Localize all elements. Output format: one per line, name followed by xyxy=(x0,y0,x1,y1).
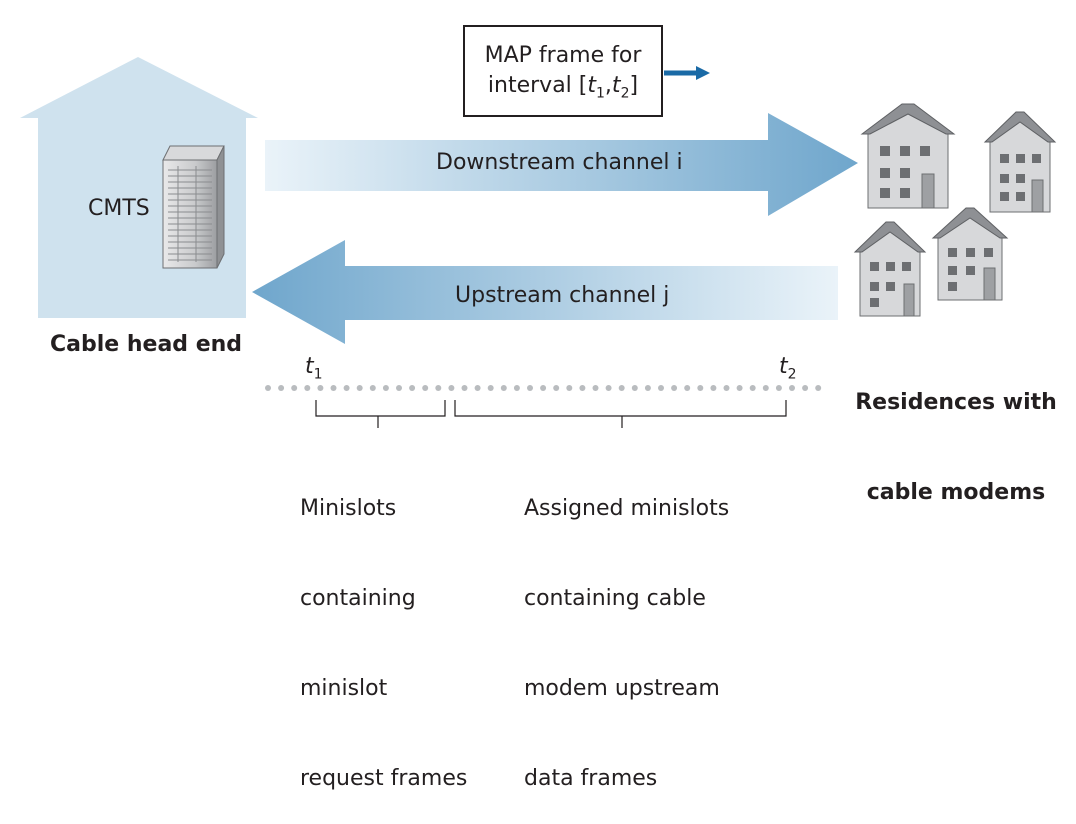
timeline-t1-sub: 1 xyxy=(313,366,323,383)
timeline-dot xyxy=(527,385,533,391)
timeline-dot xyxy=(723,385,730,391)
timeline-dot xyxy=(553,385,560,391)
timeline-dot xyxy=(343,385,350,391)
timeline-dot xyxy=(802,385,809,391)
timeline-dot xyxy=(579,385,586,391)
timeline-dot xyxy=(382,385,389,391)
timeline-dot xyxy=(697,385,704,391)
timeline-dot xyxy=(317,385,324,391)
request-text-line: minislot xyxy=(300,676,388,701)
timeline-dot xyxy=(461,385,468,391)
timeline-dot xyxy=(775,385,782,391)
cmts-rack-icon xyxy=(162,145,225,269)
timeline-dot xyxy=(566,385,573,391)
assigned-text-line: containing cable xyxy=(524,586,706,611)
map-frame-t2: t xyxy=(611,73,621,98)
residences-label-line1: Residences with xyxy=(855,390,1057,415)
timeline-dot xyxy=(369,385,376,391)
house-icon xyxy=(853,221,927,317)
timeline-dot xyxy=(540,385,547,391)
timeline-dot xyxy=(448,385,455,391)
map-frame-t2-sub: 2 xyxy=(620,85,630,102)
residences-label-line2: cable modems xyxy=(866,480,1046,505)
timeline-dot xyxy=(762,385,769,391)
minislot-timeline xyxy=(265,385,822,391)
map-frame-t1: t xyxy=(587,73,596,98)
timeline-dot xyxy=(671,385,678,391)
timeline-dot xyxy=(356,385,363,391)
downstream-channel-arrow xyxy=(265,113,858,216)
timeline-dot xyxy=(513,385,520,391)
timeline-dot xyxy=(396,385,402,391)
assigned-text-line: data frames xyxy=(524,766,658,791)
upstream-label: Upstream channel j xyxy=(455,283,670,308)
timeline-dot xyxy=(278,385,285,391)
timeline-dot xyxy=(435,385,442,391)
timeline-dot xyxy=(710,385,717,391)
timeline-dot xyxy=(422,385,429,391)
timeline-dot xyxy=(789,385,795,391)
timeline-dot xyxy=(500,385,507,391)
timeline-dot xyxy=(304,385,311,391)
timeline-dot xyxy=(409,385,416,391)
timeline-dot xyxy=(474,385,481,391)
timeline-t1: t xyxy=(305,354,314,379)
assigned-minislots-text: Assigned minislots containing cable mode… xyxy=(524,434,729,824)
timeline-dot xyxy=(631,385,638,391)
request-text-line: containing xyxy=(300,586,416,611)
map-frame-box: MAP frame for interval [t1,t2] xyxy=(463,25,663,117)
map-frame-prefix: interval [ xyxy=(487,73,588,98)
timeline-t2-label: t2 xyxy=(779,352,797,389)
map-frame-arrow-icon xyxy=(664,66,710,80)
map-frame-line2: interval [t1,t2] xyxy=(465,71,661,108)
request-text-line: Minislots xyxy=(300,496,397,521)
assigned-text-line: Assigned minislots xyxy=(524,496,730,521)
house-icon xyxy=(983,111,1057,213)
timeline-dot xyxy=(605,385,612,391)
map-frame-suffix: ] xyxy=(629,73,639,98)
request-minislots-text: Minislots containing minislot request fr… xyxy=(300,434,467,824)
timeline-dot xyxy=(330,385,337,391)
head-end-label: Cable head end xyxy=(50,332,243,357)
timeline-dot xyxy=(815,385,822,391)
map-frame-line1: MAP frame for xyxy=(484,43,642,68)
house-icon xyxy=(931,207,1009,301)
timeline-dot xyxy=(736,385,743,391)
residences-label: Residences with cable modems xyxy=(850,328,1062,538)
diagram-canvas xyxy=(20,57,1057,428)
house-icon xyxy=(860,103,956,209)
timeline-dot xyxy=(658,385,664,391)
map-frame-sep: , xyxy=(604,73,612,98)
cmts-label: CMTS xyxy=(88,196,150,221)
timeline-dot xyxy=(684,385,691,391)
timeline-dot xyxy=(291,385,298,391)
downstream-label: Downstream channel i xyxy=(436,150,683,175)
request-text-line: request frames xyxy=(300,766,468,791)
assigned-minislots-bracket xyxy=(454,400,787,428)
timeline-t2: t xyxy=(779,354,788,379)
timeline-dot xyxy=(487,385,494,391)
upstream-channel-arrow xyxy=(252,240,838,344)
request-minislots-bracket xyxy=(315,400,446,428)
timeline-t2-sub: 2 xyxy=(787,366,797,383)
assigned-text-line: modem upstream xyxy=(524,676,720,701)
timeline-dot xyxy=(618,385,625,391)
timeline-dot xyxy=(749,385,756,391)
timeline-dot xyxy=(265,385,271,391)
timeline-dot xyxy=(644,385,651,391)
timeline-t1-label: t1 xyxy=(305,352,323,389)
timeline-dot xyxy=(592,385,599,391)
map-frame-t1-sub: 1 xyxy=(596,85,605,102)
